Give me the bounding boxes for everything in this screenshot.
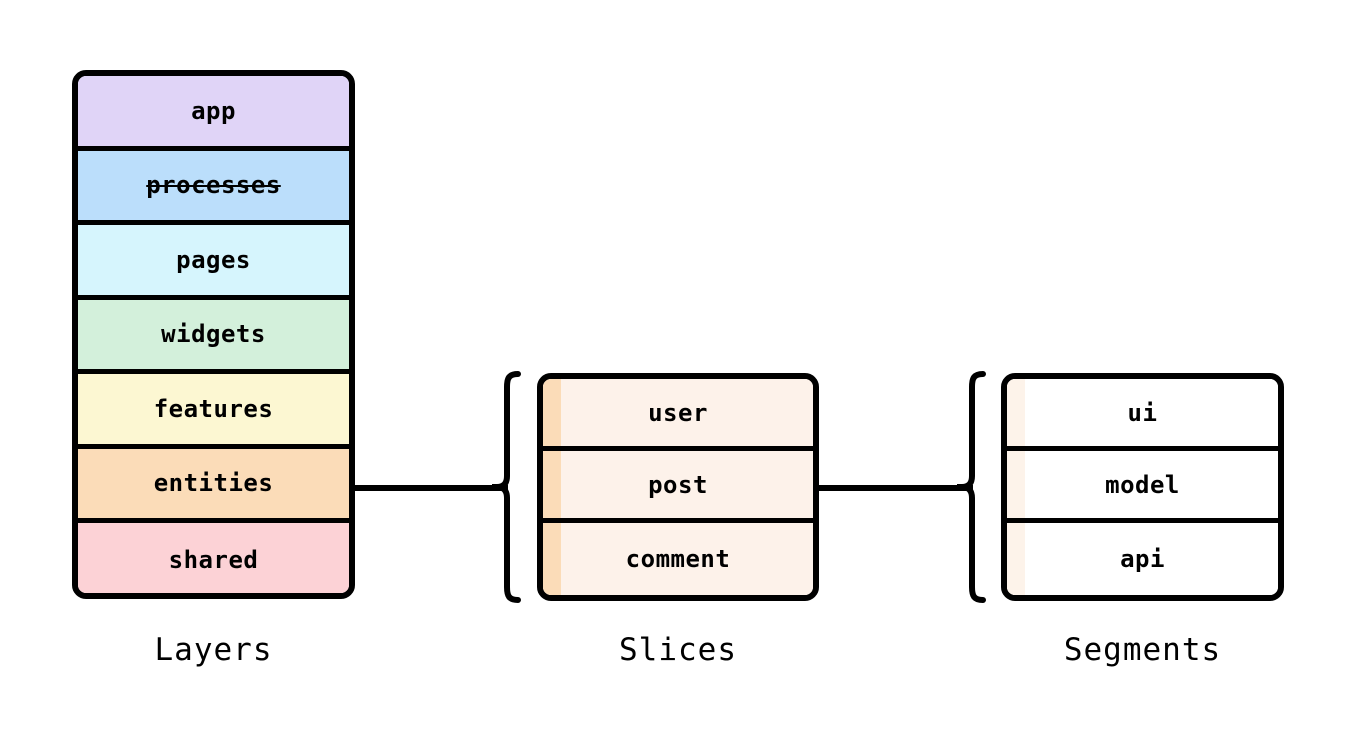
slice-row-post[interactable]: post [543, 451, 813, 523]
caption-layers: Layers [154, 632, 273, 668]
layer-label-entities: entities [153, 469, 274, 498]
layer-label-pages: pages [176, 245, 251, 274]
layer-row-shared[interactable]: shared [78, 523, 349, 593]
segment-accent-stripe [1007, 379, 1025, 446]
caption-slices: Slices [619, 632, 737, 668]
slice-row-user[interactable]: user [543, 379, 813, 451]
connector-layers-to-slices [354, 485, 508, 491]
segment-label-api: api [1120, 545, 1165, 573]
caption-segments: Segments [1063, 632, 1222, 668]
slice-row-comment[interactable]: comment [543, 523, 813, 595]
layer-label-app: app [191, 96, 236, 125]
segment-accent-stripe [1007, 451, 1025, 518]
layer-row-features[interactable]: features [78, 374, 349, 449]
layer-label-widgets: widgets [161, 320, 266, 349]
layer-row-entities[interactable]: entities [78, 448, 349, 523]
slice-accent-stripe [543, 451, 561, 518]
brace-slices-icon [492, 369, 526, 605]
layers-stack: app processes pages widgets features ent… [72, 70, 355, 599]
connector-slices-to-segments [818, 485, 973, 491]
segment-row-ui[interactable]: ui [1007, 379, 1278, 451]
layer-label-shared: shared [168, 546, 259, 575]
slice-label-comment: comment [625, 545, 731, 573]
segment-row-model[interactable]: model [1007, 451, 1278, 523]
slice-label-post: post [648, 470, 708, 499]
layer-row-widgets[interactable]: widgets [78, 299, 349, 374]
segment-label-model: model [1105, 470, 1180, 499]
segment-row-api[interactable]: api [1007, 523, 1278, 595]
layer-row-pages[interactable]: pages [78, 225, 349, 300]
slice-accent-stripe [543, 379, 561, 446]
segment-accent-stripe [1007, 523, 1025, 595]
layer-row-app[interactable]: app [78, 76, 349, 151]
slices-stack: user post comment [537, 373, 819, 601]
slice-label-user: user [648, 398, 708, 427]
segments-stack: ui model api [1001, 373, 1284, 601]
segment-label-ui: ui [1127, 398, 1158, 427]
layer-row-processes[interactable]: processes [78, 150, 349, 225]
layer-label-features: features [153, 394, 274, 423]
layer-label-processes: processes [146, 171, 281, 200]
brace-segments-icon [957, 369, 991, 605]
slice-accent-stripe [543, 523, 561, 595]
